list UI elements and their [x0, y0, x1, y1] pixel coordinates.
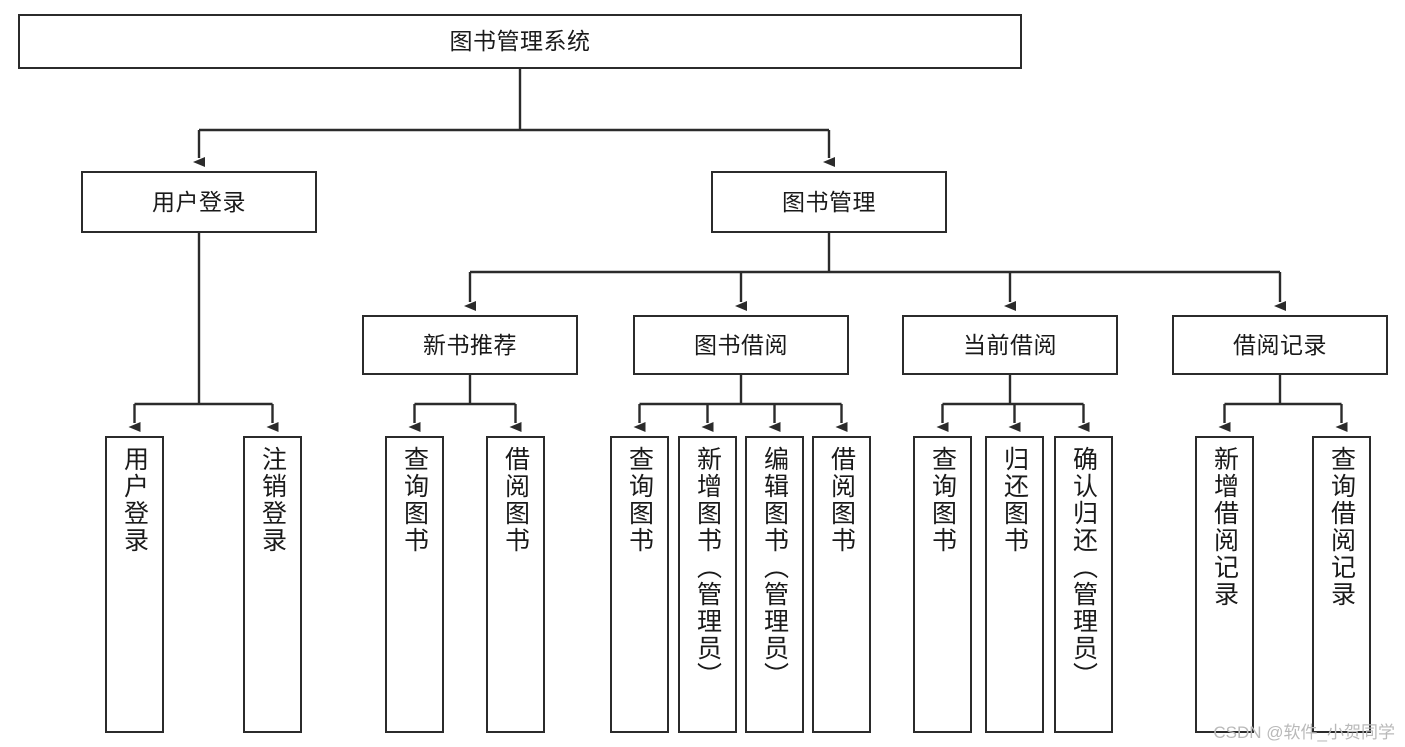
node-label: 借阅记录 — [1233, 331, 1327, 358]
leaf-node-12[interactable]: 查询借阅记录 — [1312, 436, 1371, 733]
leaf-node-3[interactable]: 借阅图书 — [486, 436, 545, 733]
leaf-node-8[interactable]: 查询图书 — [913, 436, 972, 733]
watermark-text: CSDN @软件_小贺同学 — [1213, 723, 1395, 742]
leaf-node-5[interactable]: 新增图书（管理员） — [678, 436, 737, 733]
level2-node-0[interactable]: 用户登录 — [81, 171, 317, 233]
level3-node-2[interactable]: 当前借阅 — [902, 315, 1118, 375]
node-label: 确认归还（管理员） — [1069, 446, 1098, 689]
leaf-node-4[interactable]: 查询图书 — [610, 436, 669, 733]
node-label: 图书管理 — [782, 188, 876, 215]
leaf-node-9[interactable]: 归还图书 — [985, 436, 1044, 733]
node-label: 新增借阅记录 — [1210, 446, 1239, 608]
node-label: 借阅图书 — [827, 446, 856, 554]
node-label: 图书借阅 — [694, 331, 788, 358]
leaf-node-7[interactable]: 借阅图书 — [812, 436, 871, 733]
node-label: 查询借阅记录 — [1327, 446, 1356, 608]
node-label: 查询图书 — [928, 446, 957, 554]
node-label: 编辑图书（管理员） — [760, 446, 789, 689]
node-label: 查询图书 — [625, 446, 654, 554]
node-label: 借阅图书 — [501, 446, 530, 554]
root-node-0[interactable]: 图书管理系统 — [18, 14, 1022, 69]
node-label: 归还图书 — [1000, 446, 1029, 554]
node-label: 注销登录 — [258, 446, 287, 554]
leaf-node-0[interactable]: 用户登录 — [105, 436, 164, 733]
leaf-node-1[interactable]: 注销登录 — [243, 436, 302, 733]
node-label: 用户登录 — [120, 446, 149, 554]
leaf-node-11[interactable]: 新增借阅记录 — [1195, 436, 1254, 733]
node-label: 当前借阅 — [963, 331, 1057, 358]
node-label: 图书管理系统 — [449, 28, 591, 55]
node-label: 新书推荐 — [423, 331, 517, 358]
level2-node-1[interactable]: 图书管理 — [711, 171, 947, 233]
node-label: 查询图书 — [400, 446, 429, 554]
node-label: 新增图书（管理员） — [693, 446, 722, 689]
leaf-node-6[interactable]: 编辑图书（管理员） — [745, 436, 804, 733]
leaf-node-10[interactable]: 确认归还（管理员） — [1054, 436, 1113, 733]
leaf-node-2[interactable]: 查询图书 — [385, 436, 444, 733]
level3-node-0[interactable]: 新书推荐 — [362, 315, 578, 375]
level3-node-3[interactable]: 借阅记录 — [1172, 315, 1388, 375]
level3-node-1[interactable]: 图书借阅 — [633, 315, 849, 375]
node-label: 用户登录 — [152, 188, 246, 215]
